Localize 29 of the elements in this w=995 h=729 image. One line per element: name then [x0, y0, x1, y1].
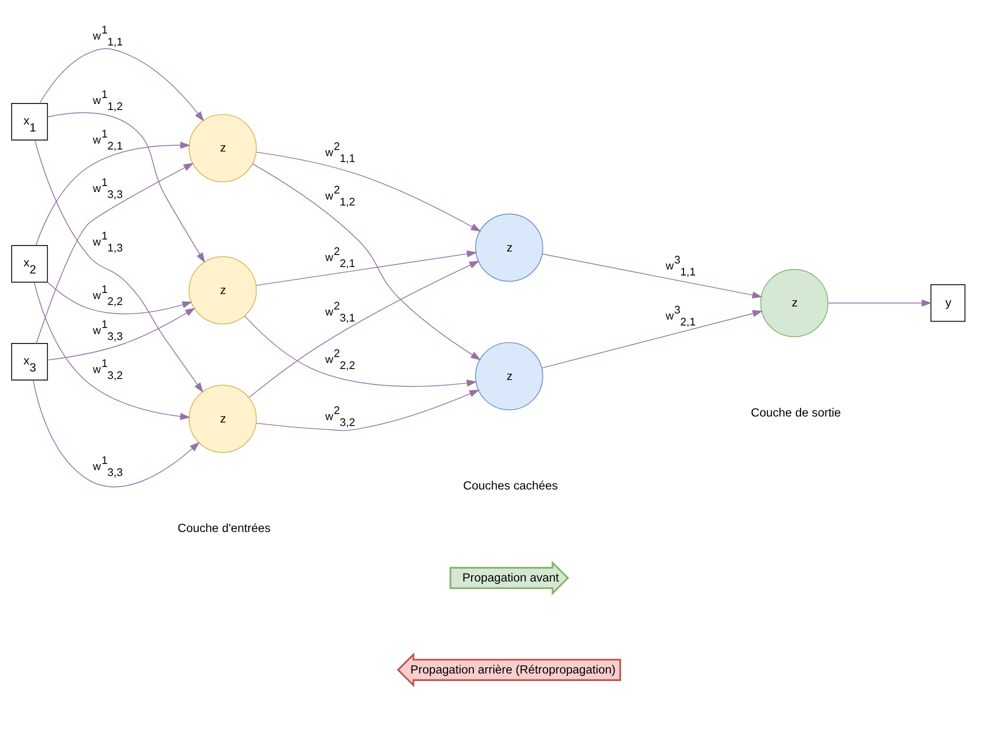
arrow [36, 162, 194, 344]
node-circle: z [475, 342, 544, 410]
label: Couche d'entrées [178, 520, 271, 535]
arrow [47, 281, 192, 314]
arrow [34, 281, 190, 420]
arrow [34, 139, 204, 392]
arrow [542, 253, 762, 298]
arrow [542, 310, 763, 368]
arrow [39, 48, 204, 121]
node-circle: z [475, 213, 544, 282]
arrow [244, 314, 477, 386]
arrow [256, 389, 480, 430]
label: Couches cachées [463, 478, 558, 492]
arrow [828, 298, 932, 306]
arrow [32, 379, 200, 487]
node-box: y [930, 284, 966, 322]
arrow [47, 307, 196, 360]
label: Propagation arrière (Rétropropagation) [410, 662, 616, 676]
label: Propagation avant [462, 570, 560, 584]
arrow [252, 162, 481, 360]
arrow [256, 151, 482, 232]
arrow [248, 260, 480, 398]
arrow [47, 112, 205, 262]
node-circle: z [188, 114, 257, 182]
arrow [256, 250, 478, 286]
node-circle: z [188, 256, 257, 324]
node-circle: z [760, 268, 828, 337]
arrow [36, 141, 191, 246]
label: Couche de sortie [750, 404, 841, 419]
